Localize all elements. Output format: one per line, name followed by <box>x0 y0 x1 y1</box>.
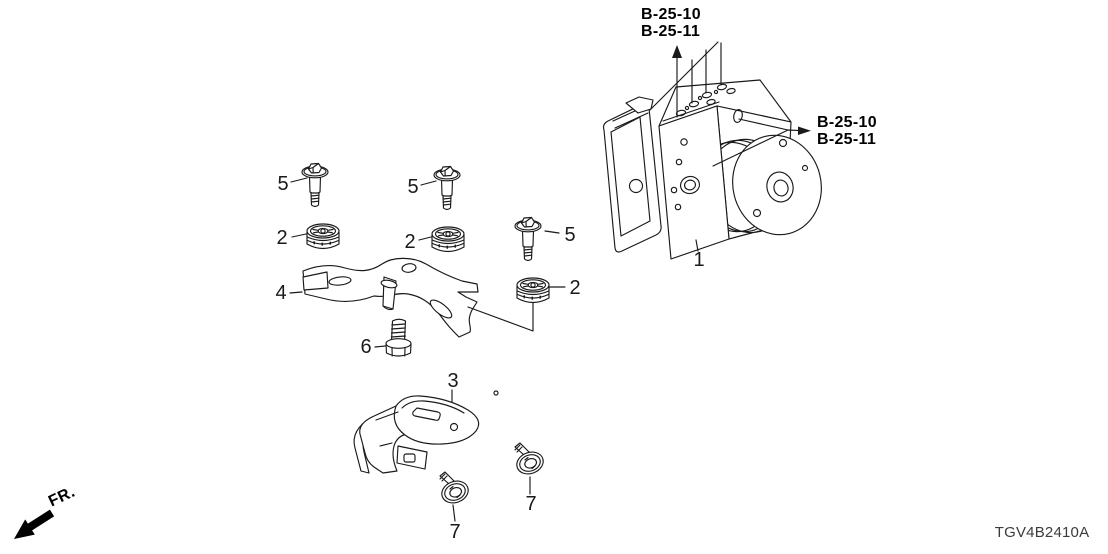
part-callout-5c[interactable]: 5 <box>564 224 576 246</box>
part-callout-4[interactable]: 4 <box>275 282 287 304</box>
reference-callout-top-line2[interactable]: B-25-11 <box>641 23 701 40</box>
flange-bolt-drawing-1 <box>301 162 329 208</box>
reference-callout-right-line2[interactable]: B-25-11 <box>817 131 877 148</box>
right-reference-leader <box>712 118 811 167</box>
flange-bolt-drawing-3 <box>514 216 542 262</box>
reference-callout-right-line1[interactable]: B-25-10 <box>817 114 877 131</box>
reference-callout-top-line1[interactable]: B-25-10 <box>641 6 701 23</box>
part-callout-3[interactable]: 3 <box>447 370 459 392</box>
abs-modulator-unit-drawing <box>602 79 822 260</box>
part-callout-5a[interactable]: 5 <box>277 173 289 195</box>
part-callout-2a[interactable]: 2 <box>276 227 288 249</box>
washer-bolt-drawing-1 <box>438 471 472 508</box>
hex-stud-bolt-drawing <box>385 318 412 357</box>
small-hole <box>493 390 499 396</box>
block-top-ports <box>675 83 736 117</box>
block-front-ports <box>670 138 701 211</box>
diagram-code: TGV4B2410A <box>994 524 1090 541</box>
front-direction-arrow <box>14 509 55 539</box>
part-callout-5b[interactable]: 5 <box>407 176 419 198</box>
part-callout-2b[interactable]: 2 <box>404 231 416 253</box>
part-callout-7a[interactable]: 7 <box>449 521 461 543</box>
reference-callout-top[interactable]: B-25-10 B-25-11 <box>641 6 701 40</box>
mount-grommet-drawing-3 <box>516 277 550 304</box>
flange-bolt-drawing-2 <box>433 165 461 211</box>
mount-grommet-drawing-1 <box>306 223 340 250</box>
washer-bolt-drawing-2 <box>513 442 547 479</box>
part-callout-1[interactable]: 1 <box>693 249 705 271</box>
ecu-module-drawing <box>602 96 662 253</box>
callout-leader-lines <box>289 177 699 522</box>
reference-callout-right[interactable]: B-25-10 B-25-11 <box>817 114 877 148</box>
part-callout-6[interactable]: 6 <box>360 336 372 358</box>
upper-bracket-drawing <box>302 257 479 338</box>
top-reference-leader <box>649 41 722 118</box>
part-callout-2c[interactable]: 2 <box>569 277 581 299</box>
lower-bracket-drawing <box>353 390 499 474</box>
mount-grommet-drawing-2 <box>431 226 465 253</box>
part-callout-7b[interactable]: 7 <box>525 493 537 515</box>
